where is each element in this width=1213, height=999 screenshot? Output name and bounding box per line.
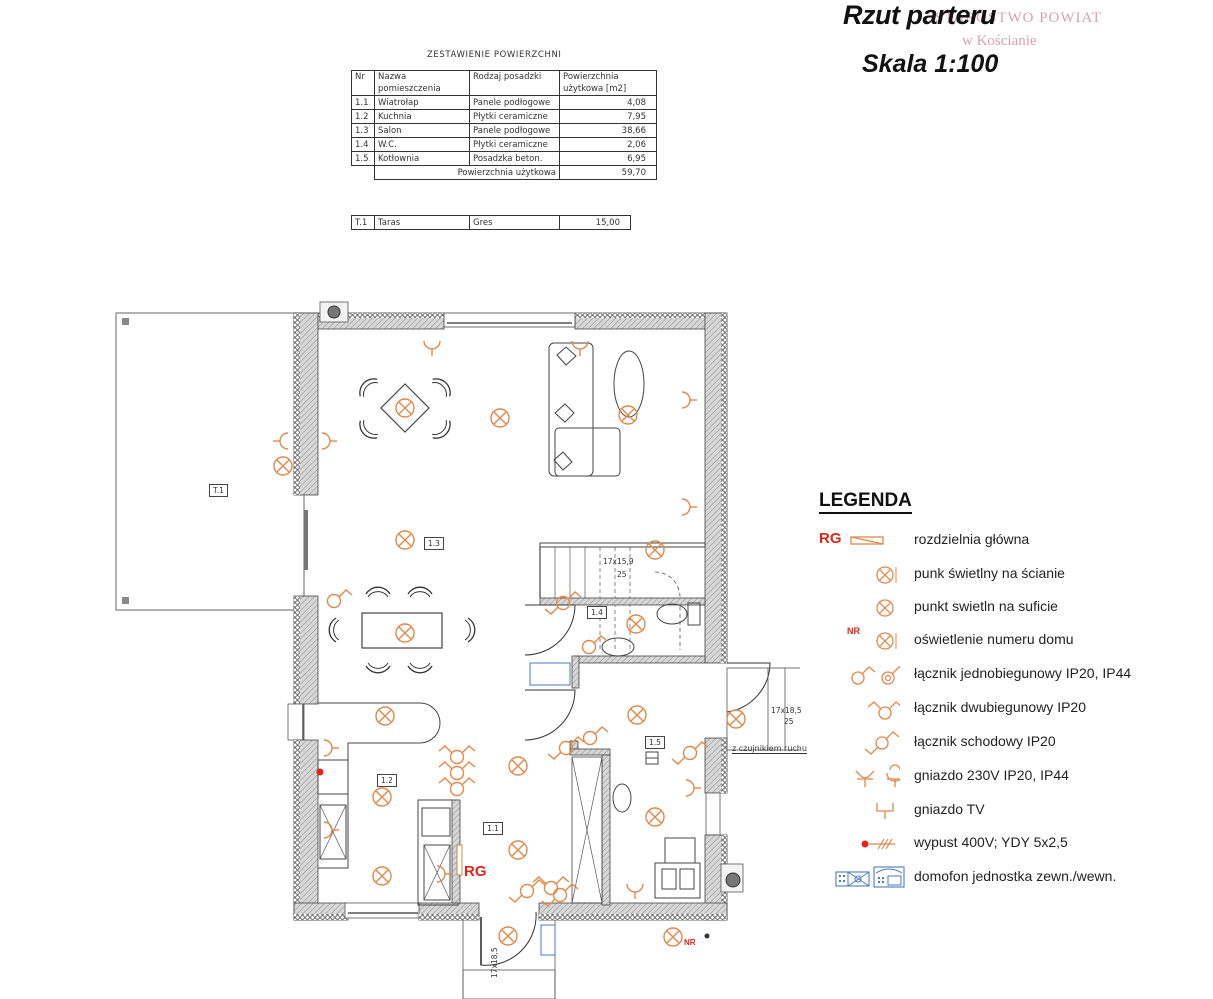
cell-area: 15,00 <box>559 215 631 230</box>
house-number-light-icon <box>876 632 897 650</box>
stairs-side-dimension: 17x18,5 <box>771 706 802 715</box>
legend-label: łącznik schodowy IP20 <box>914 733 1056 749</box>
legend-item-socket-230v: gniazdo 230V IP20, IP44 <box>810 763 1130 791</box>
legend-label: łącznik dwubiegunowy IP20 <box>914 699 1086 715</box>
room-tag-wc: 1.4 <box>587 606 607 619</box>
legend-item-double-pole-switch: łącznik dwubiegunowy IP20 <box>810 695 1130 723</box>
motion-sensor-note: z czujnikiem ruchu <box>732 744 807 754</box>
table-row: 1.4 W.C. Płytki ceramiczne 2,06 <box>351 137 657 152</box>
distribution-board-icon <box>850 536 884 545</box>
main-distribution-board-label: RG <box>464 863 487 880</box>
table-row: 1.5 Kotłownia Posadzka beton. 6,95 <box>351 151 657 166</box>
stairs-main-dimension: 17x15,9 <box>603 557 634 566</box>
table-row: T.1 Taras Gres 15,00 <box>351 215 631 230</box>
legend-item-ceiling-light: punkt swietln na suficie <box>810 594 1130 622</box>
drawing-title: Rzut parteru <box>843 0 997 30</box>
drawing-scale: Skala 1:100 <box>862 50 999 78</box>
cell-floor: Gres <box>469 215 560 230</box>
legend-label: gniazdo TV <box>914 801 985 817</box>
room-tag-boiler-room: 1.5 <box>645 736 665 749</box>
legend-item-house-number-light: NR oświetlenie numeru domu <box>810 626 1130 655</box>
staircase-switch-icon <box>864 731 900 755</box>
room-tag-salon: 1.3 <box>424 537 444 550</box>
col-nr: Nr <box>351 70 375 96</box>
room-tag-vestibule: 1.1 <box>483 822 503 835</box>
authority-stamp-line2: w Kościanie <box>962 33 1037 49</box>
legend-item-staircase-switch: łącznik schodowy IP20 <box>810 729 1130 757</box>
room-tag-terrace: T.1 <box>209 484 228 497</box>
cell-name: Taras <box>374 215 470 230</box>
legend-item-main-board: RG rozdzielnia główna <box>810 527 1130 555</box>
house-number-light-label: NR <box>684 938 696 947</box>
legend-label: rozdzielnia główna <box>914 531 1030 547</box>
nr-prefix: NR <box>847 626 860 636</box>
total-label: Powierzchnia użytkowa <box>374 165 560 180</box>
legend-label: domofon jednostka zewn./wewn. <box>914 868 1117 884</box>
ceiling-light-icon <box>876 599 894 617</box>
rg-prefix: RG <box>819 530 842 547</box>
legend-item-tv-socket: gniazdo TV <box>810 797 1130 825</box>
room-tag-kitchen: 1.2 <box>377 774 397 787</box>
tv-socket-icon <box>876 803 894 819</box>
legend-item-outlet-400v: wypust 400V; YDY 5x2,5 <box>810 830 1130 858</box>
area-table-title: ZESTAWIENIE POWIERZCHNI <box>427 50 562 60</box>
total-value: 59,70 <box>559 165 657 180</box>
legend-label: wypust 400V; YDY 5x2,5 <box>914 834 1068 850</box>
legend-title: LEGENDA <box>819 490 912 514</box>
table-total-row: Powierzchnia użytkowa 59,70 <box>352 165 657 180</box>
double-pole-switch-icon <box>867 701 900 720</box>
wall-light-icon <box>876 566 897 584</box>
legend-item-single-pole-switch: łącznik jednobiegunowy IP20, IP44 <box>810 661 1132 689</box>
legend-label: gniazdo 230V IP20, IP44 <box>914 767 1069 783</box>
outlet-400v-icon <box>861 838 895 850</box>
stairs-side-tread: 25 <box>784 717 794 726</box>
intercom-icon <box>835 866 905 888</box>
single-pole-switch-icon <box>851 666 900 685</box>
legend-label: oświetlenie numeru domu <box>914 631 1074 647</box>
legend-item-wall-light: punk świetlny na ścianie <box>810 561 1130 589</box>
floor-plan <box>115 301 800 999</box>
terrace-table: T.1 Taras Gres 15,00 <box>351 215 631 230</box>
table-row: 1.3 Salon Panele podłogowe 38,66 <box>351 123 657 138</box>
authority-stamp-line1: STAROSTWO POWIAT <box>935 10 1102 26</box>
socket-230v-icon <box>855 764 900 787</box>
legend-label: łącznik jednobiegunowy IP20, IP44 <box>914 665 1132 681</box>
legend-label: punkt swietln na suficie <box>914 598 1058 614</box>
legend-item-intercom: domofon jednostka zewn./wewn. <box>810 864 1130 892</box>
legend-label: punk świetlny na ścianie <box>914 565 1065 581</box>
stairs-front-dimension: 17x18,5 <box>490 947 499 978</box>
stairs-main-tread: 25 <box>617 570 627 579</box>
